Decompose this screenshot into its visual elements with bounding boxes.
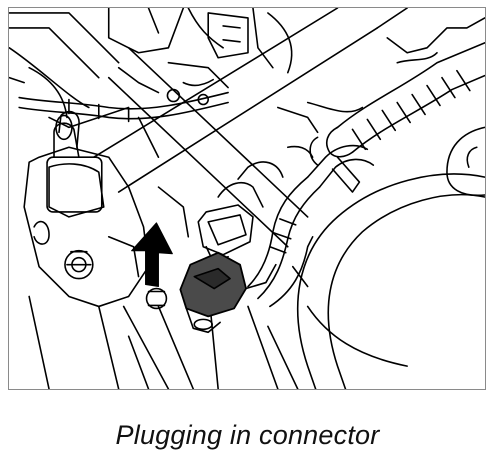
figure-caption: Plugging in connector [115,420,380,450]
up-arrow-icon [131,222,173,288]
illustration-frame [8,7,486,390]
engine-background [9,8,293,129]
corrugated-tube [306,17,485,166]
misc-lines [137,106,319,389]
round-housing [296,126,485,389]
left-bracket [23,110,150,308]
hose-top [18,91,229,123]
engine-bay-illustration [9,8,485,389]
diagonal-bar [93,8,408,248]
connector-plug [179,251,277,334]
